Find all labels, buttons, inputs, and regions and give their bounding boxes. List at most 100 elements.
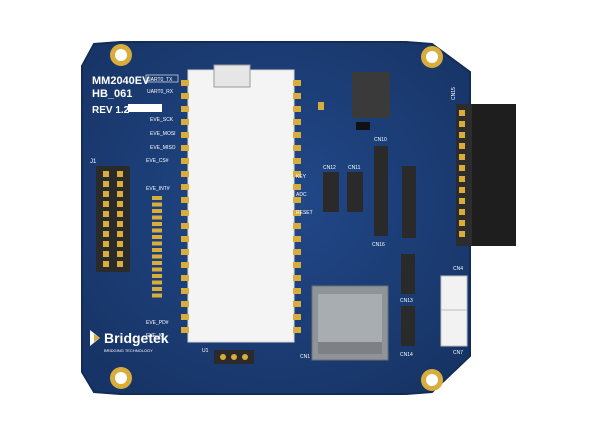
module-pin-left xyxy=(181,80,189,86)
module-pin-right xyxy=(293,184,301,190)
cn14-header xyxy=(401,306,415,346)
module-pin-right xyxy=(293,106,301,112)
cn15-pin xyxy=(459,165,465,171)
resistor-pad xyxy=(152,209,162,213)
module-pin-right xyxy=(293,301,301,307)
resistor-pad xyxy=(152,248,162,252)
module-pin-right xyxy=(293,171,301,177)
cn15-pin xyxy=(459,198,465,204)
eve-int-label: EVE_INT# xyxy=(146,186,170,192)
j1-pin xyxy=(117,171,123,177)
module-pin-right xyxy=(293,288,301,294)
board-code: HB_061 xyxy=(92,88,132,100)
module-pin-left xyxy=(181,314,189,320)
resistor-pad xyxy=(152,228,162,233)
u1-label: U1 xyxy=(202,348,209,354)
cn7-label: CN7 xyxy=(453,350,463,356)
resistor-pad xyxy=(152,215,162,220)
module-pin-left xyxy=(181,275,189,281)
module-pin-left xyxy=(181,119,189,125)
cn7-connector xyxy=(440,309,468,347)
revision-label-box xyxy=(128,104,162,112)
cn15-pin xyxy=(459,154,465,160)
mounting-holes xyxy=(110,44,443,391)
eve-sck-label: EVE_SCK xyxy=(150,117,174,123)
signal-labels: UART0_TX UART0_RX EVE_SCK EVE_MOSI EVE_M… xyxy=(145,74,179,339)
resistor-pad xyxy=(152,235,162,239)
cn15-pin xyxy=(459,143,465,149)
module-pin-left xyxy=(181,197,189,203)
resistor-column-left xyxy=(152,196,162,298)
module-pin-right xyxy=(293,223,301,229)
cn11-header xyxy=(347,172,363,212)
j1-pin xyxy=(117,211,123,217)
module-pin-left xyxy=(181,132,189,138)
module-pin-left xyxy=(181,249,189,255)
module-pin-left xyxy=(181,210,189,216)
module-pin-left xyxy=(181,223,189,229)
j1-pin xyxy=(103,231,109,237)
uart0-tx-label: UART0_TX xyxy=(147,77,173,83)
cn4-label: CN4 xyxy=(453,266,463,272)
resistor-pad xyxy=(152,293,162,298)
j1-pin xyxy=(117,241,123,247)
module-pin-right xyxy=(293,249,301,255)
module-pin-left xyxy=(181,93,189,99)
module-pin-right xyxy=(293,236,301,242)
resistor-pad xyxy=(152,261,162,265)
cn13-header xyxy=(401,254,415,294)
module-pin-right xyxy=(293,132,301,138)
j1-pin xyxy=(117,221,123,227)
module-pin-right xyxy=(293,210,301,216)
module-pin-left xyxy=(181,171,189,177)
resistor-pad xyxy=(152,287,162,291)
brand-tagline: BRIDGING TECHNOLOGY xyxy=(104,348,153,353)
module-pin-left xyxy=(181,184,189,190)
eve-io-label: EVE_IO xyxy=(146,333,164,339)
cn12-header xyxy=(323,172,339,212)
uart0-rx-label: UART0_RX xyxy=(147,89,174,95)
j1-pin xyxy=(103,261,109,267)
cn15-label: CN15 xyxy=(451,87,457,100)
brand-name: Bridgetek xyxy=(104,330,169,346)
resistor-pad xyxy=(152,267,162,272)
cn15-pin xyxy=(459,176,465,182)
j1-pin xyxy=(117,201,123,207)
j1-pin xyxy=(117,231,123,237)
cn15-pin xyxy=(459,187,465,193)
eve-cs-label: EVE_CS# xyxy=(146,158,169,164)
module-pin-left xyxy=(181,145,189,151)
resistor-pad xyxy=(152,254,162,259)
module-pin-right xyxy=(293,158,301,164)
board-revision: REV 1.2 xyxy=(92,105,130,116)
resistor-pad xyxy=(152,241,162,246)
sd-card-slot xyxy=(311,285,389,361)
adc-label: ADC xyxy=(296,192,307,198)
module-pin-left xyxy=(181,301,189,307)
cn14-label: CN14 xyxy=(400,352,413,358)
resistor-pad xyxy=(152,196,162,200)
j1-pin xyxy=(103,211,109,217)
resistor-pad xyxy=(152,202,162,207)
module-pin-right xyxy=(293,314,301,320)
resistor-pad xyxy=(152,274,162,278)
j1-pin xyxy=(103,221,109,227)
j1-pin xyxy=(103,251,109,257)
header-column xyxy=(402,166,416,238)
j1-pin xyxy=(117,251,123,257)
cn16-label: CN16 xyxy=(372,242,385,248)
j1-pin xyxy=(103,181,109,187)
eve-pd-label: EVE_PD# xyxy=(146,320,169,326)
module-pin-left xyxy=(181,327,189,333)
cn15-connector xyxy=(456,104,516,246)
cn4-connector xyxy=(440,275,468,313)
reset-label: RESET xyxy=(296,210,313,216)
j1-pin xyxy=(117,181,123,187)
cn16-header xyxy=(374,146,388,236)
module-pin-right xyxy=(293,197,301,203)
j1-header xyxy=(96,166,130,272)
module-pin-left xyxy=(181,262,189,268)
j1-pin xyxy=(103,241,109,247)
cn15-pin xyxy=(459,209,465,215)
